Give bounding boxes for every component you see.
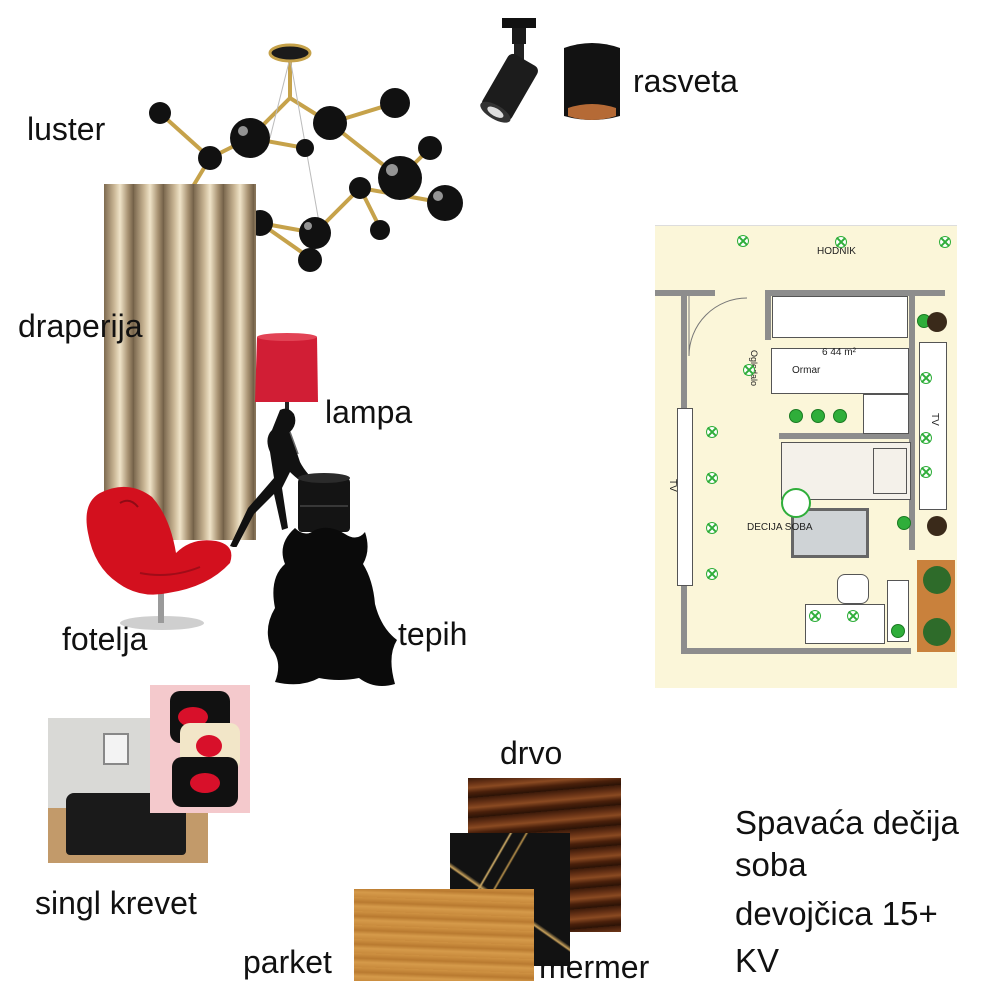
label-mermer: mermer bbox=[539, 949, 650, 985]
plan-wall bbox=[681, 648, 911, 654]
plan-plant-icon bbox=[923, 618, 951, 646]
lips-icon bbox=[178, 707, 208, 727]
plan-spot-icon bbox=[811, 409, 825, 423]
wall-frame-icon bbox=[103, 733, 129, 765]
table-lamp-icon bbox=[230, 333, 324, 547]
plan-tv-unit-left: TV bbox=[667, 408, 693, 586]
plan-spot-icon bbox=[789, 409, 803, 423]
plan-room-name: DECIJA SOBA bbox=[747, 522, 813, 533]
label-parket: parket bbox=[243, 944, 332, 980]
side-table-icon bbox=[298, 473, 350, 532]
label-fotelja: fotelja bbox=[62, 621, 148, 657]
plan-wall bbox=[765, 290, 771, 340]
plan-tv-label: TV bbox=[667, 479, 678, 492]
curtain-image bbox=[104, 184, 256, 540]
plan-rug bbox=[791, 508, 869, 558]
title-line-2: soba bbox=[735, 846, 807, 883]
pillows-photo bbox=[150, 685, 250, 813]
label-singl-krevet: singl krevet bbox=[35, 885, 197, 921]
plan-wardrobe: 6 44 m² Ormar bbox=[771, 347, 909, 394]
plan-light-icon bbox=[939, 236, 951, 248]
plan-light-icon bbox=[920, 432, 932, 444]
plan-area-label: 6 44 m² bbox=[822, 347, 856, 358]
plan-light-icon bbox=[706, 522, 718, 534]
floor-plan: HODNIK 6 44 m² Ormar Ogledalo DECIJA SOB… bbox=[655, 225, 957, 688]
plan-ormar-label: Ormar bbox=[792, 365, 821, 376]
plan-plant-icon bbox=[927, 312, 947, 332]
plan-light-icon bbox=[706, 426, 718, 438]
lips-icon bbox=[196, 735, 222, 757]
plan-label-hodnik: HODNIK bbox=[817, 246, 856, 257]
title-line-3: devojčica 15+ bbox=[735, 895, 938, 932]
plan-plant-icon bbox=[927, 516, 947, 536]
lips-icon bbox=[190, 773, 220, 793]
plan-spot-icon bbox=[891, 624, 905, 638]
parquet-swatch bbox=[354, 889, 534, 981]
track-spotlight-icon bbox=[480, 18, 538, 123]
downlight-icon bbox=[564, 43, 620, 120]
plan-cabinet bbox=[863, 394, 909, 434]
plan-ceiling-light-icon bbox=[781, 488, 811, 518]
label-luster: luster bbox=[27, 111, 106, 147]
plan-light-icon bbox=[920, 466, 932, 478]
plan-light-icon bbox=[835, 236, 847, 248]
plan-tv-unit-right: TV bbox=[919, 342, 947, 510]
plan-pillow bbox=[873, 448, 907, 494]
plan-light-icon bbox=[743, 364, 755, 376]
plan-light-icon bbox=[706, 472, 718, 484]
plan-spot-icon bbox=[897, 516, 911, 530]
rug-icon bbox=[267, 527, 397, 686]
plan-desk-chair bbox=[837, 574, 869, 604]
plan-wall bbox=[779, 433, 915, 439]
plan-light-icon bbox=[847, 610, 859, 622]
plan-tv-label-2: TV bbox=[929, 413, 940, 426]
title-line-4: KV bbox=[735, 942, 780, 979]
plan-wall bbox=[765, 290, 945, 296]
armchair-icon bbox=[86, 486, 232, 630]
chandelier-icon bbox=[149, 43, 463, 272]
plan-light-icon bbox=[706, 568, 718, 580]
label-rasveta: rasveta bbox=[633, 63, 738, 99]
plan-light-icon bbox=[809, 610, 821, 622]
plan-shelf bbox=[772, 296, 908, 338]
plan-door-icon bbox=[688, 296, 748, 357]
plan-spot-icon bbox=[833, 409, 847, 423]
label-tepih: tepih bbox=[398, 616, 468, 652]
plan-plant-icon bbox=[923, 566, 951, 594]
plan-light-icon bbox=[737, 235, 749, 247]
label-draperija: draperija bbox=[18, 308, 143, 344]
title-line-1: Spavaća dečija bbox=[735, 804, 959, 841]
plan-wall bbox=[909, 290, 915, 550]
label-drvo: drvo bbox=[500, 735, 563, 771]
label-lampa: lampa bbox=[325, 394, 413, 430]
plan-light-icon bbox=[920, 372, 932, 384]
